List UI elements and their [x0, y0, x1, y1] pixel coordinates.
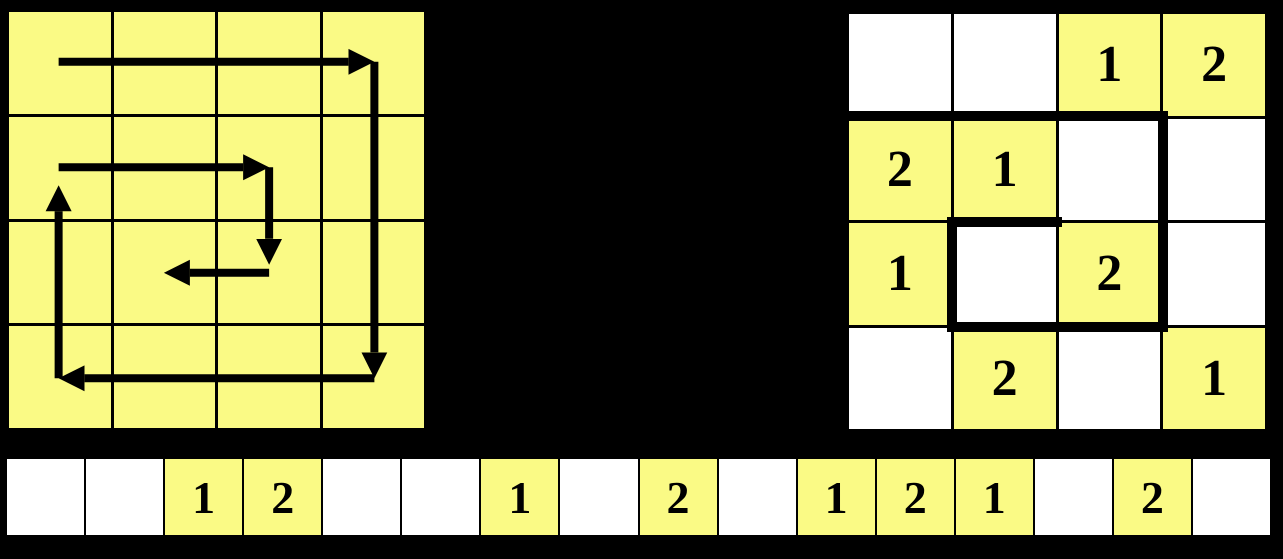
bottom-row-cell-r0c0 — [7, 459, 85, 535]
left-grid-cell-r3c3 — [322, 326, 424, 428]
right-grid-cell-r0c3: 2 — [1163, 14, 1265, 116]
right-grid-cell-r2c0: 1 — [849, 223, 951, 325]
left-grid-cell-r2c3 — [322, 221, 424, 324]
right-grid-cell-r2c2: 2 — [1058, 223, 1161, 325]
right-grid-cell-r1c1: 1 — [953, 118, 1056, 220]
left-grid-cell-r1c1 — [113, 116, 215, 219]
right-grid-cell-r3c2 — [1058, 327, 1161, 429]
left-grid-cell-r2c0 — [9, 221, 111, 324]
bottom-row-cell-r0c11: 2 — [876, 459, 954, 535]
left-grid-cell-r0c0 — [9, 12, 111, 114]
bottom-row-cell-r0c14: 2 — [1113, 459, 1191, 535]
right-grid-cell-r2c3 — [1163, 223, 1265, 325]
left-grid-cell-r3c1 — [113, 326, 215, 428]
bottom-row-cell-r0c6: 1 — [481, 459, 559, 535]
bottom-row-cell-r0c9 — [718, 459, 796, 535]
right-grid-cell-r3c1: 2 — [953, 327, 1056, 429]
right-grid-cell-r0c1 — [953, 14, 1056, 116]
spiral-cut-segment-4 — [946, 216, 957, 332]
left-grid-cell-r2c1 — [113, 221, 215, 324]
left-grid-cell-r0c1 — [113, 12, 215, 114]
right-grid-cell-r2c1 — [953, 223, 1056, 325]
bottom-row-cell-r0c4 — [323, 459, 401, 535]
bottom-row-cell-r0c7 — [560, 459, 638, 535]
left-grid-cell-r0c2 — [218, 12, 320, 114]
spiral-cut-segment-1 — [846, 111, 1168, 122]
right-grid-cell-r1c2 — [1058, 118, 1161, 220]
spiral-cut-segment-3 — [946, 321, 1168, 332]
bottom-row-cell-r0c5 — [402, 459, 480, 535]
bottom-row-cell-r0c12: 1 — [955, 459, 1033, 535]
bottom-row-cell-r0c15 — [1192, 459, 1270, 535]
bottom-row-cell-r0c1 — [86, 459, 164, 535]
bottom-row-cell-r0c2: 1 — [165, 459, 243, 535]
left-grid-cell-r1c2 — [218, 116, 320, 219]
spiral-cut-segment-2 — [1157, 111, 1168, 332]
right-grid-cell-r3c0 — [849, 327, 951, 429]
spiral-traversal-grid — [6, 9, 427, 431]
left-grid-cell-r3c0 — [9, 326, 111, 428]
left-grid-cell-r3c2 — [218, 326, 320, 428]
bottom-row-cell-r0c3: 2 — [244, 459, 322, 535]
right-grid-cell-r0c2: 1 — [1058, 14, 1161, 116]
right-grid-cell-r0c0 — [849, 14, 951, 116]
spiral-cut-segment-5 — [946, 216, 1062, 227]
bottom-row-cell-r0c13 — [1034, 459, 1112, 535]
bottom-row-cell-r0c8: 2 — [639, 459, 717, 535]
left-grid-cell-r2c2 — [218, 221, 320, 324]
right-grid-cell-r1c3 — [1163, 118, 1265, 220]
right-grid-cell-r1c0: 2 — [849, 118, 951, 220]
bottom-row-cell-r0c10: 1 — [797, 459, 875, 535]
left-grid-cell-r1c0 — [9, 116, 111, 219]
right-grid-cell-r3c3: 1 — [1163, 327, 1265, 429]
left-grid-cell-r0c3 — [322, 12, 424, 114]
left-grid-cell-r1c3 — [322, 116, 424, 219]
